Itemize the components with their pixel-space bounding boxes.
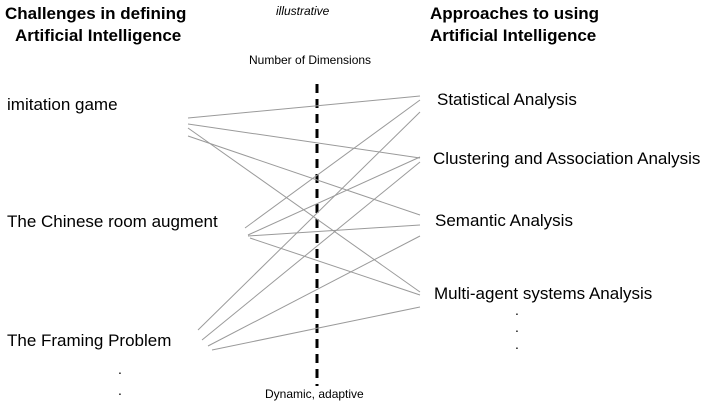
connector-line-11	[207, 235, 421, 347]
right-ellipsis-dot-2: .	[515, 319, 519, 335]
connector-line-9	[197, 111, 421, 331]
connector-line-12	[211, 306, 421, 351]
right-ellipsis-dot-3: .	[515, 336, 519, 352]
right-heading-line1: Approaches to using	[430, 4, 600, 23]
right-heading-line2: Artificial Intelligence	[430, 26, 597, 45]
connector-line-7	[247, 224, 421, 237]
challenge-chinese-room: The Chinese room augment	[7, 212, 218, 231]
connector-line-10	[201, 161, 421, 341]
approach-semantic-analysis: Semantic Analysis	[435, 211, 573, 230]
connector-lines	[187, 95, 421, 351]
connector-line-8	[249, 237, 421, 296]
left-ellipsis-dot-2: .	[118, 382, 122, 398]
connector-line-4	[187, 135, 421, 216]
challenge-framing-problem: The Framing Problem	[7, 331, 172, 350]
connector-line-5	[244, 99, 421, 229]
connector-line-2	[187, 123, 421, 159]
left-heading-line2: Artificial Intelligence	[15, 26, 182, 45]
left-ellipsis-dot-1: .	[118, 361, 122, 377]
right-ellipsis-dot-1: .	[515, 302, 519, 318]
left-heading-line1: Challenges in defining	[5, 4, 187, 23]
right-column-heading: Approaches to using Artificial Intellige…	[430, 3, 599, 47]
left-column-heading: Challenges in defining Artificial Intell…	[5, 3, 186, 47]
approach-statistical-analysis: Statistical Analysis	[437, 90, 577, 109]
challenge-imitation-game: imitation game	[7, 95, 118, 114]
connector-line-1	[187, 95, 421, 119]
axis-bottom-label: Dynamic, adaptive	[265, 387, 364, 401]
axis-top-label: Number of Dimensions	[249, 53, 372, 67]
illustrative-note: illustrative	[276, 4, 330, 18]
approach-multi-agent-systems: Multi-agent systems Analysis	[434, 284, 653, 303]
approach-clustering-association: Clustering and Association Analysis	[433, 149, 701, 168]
